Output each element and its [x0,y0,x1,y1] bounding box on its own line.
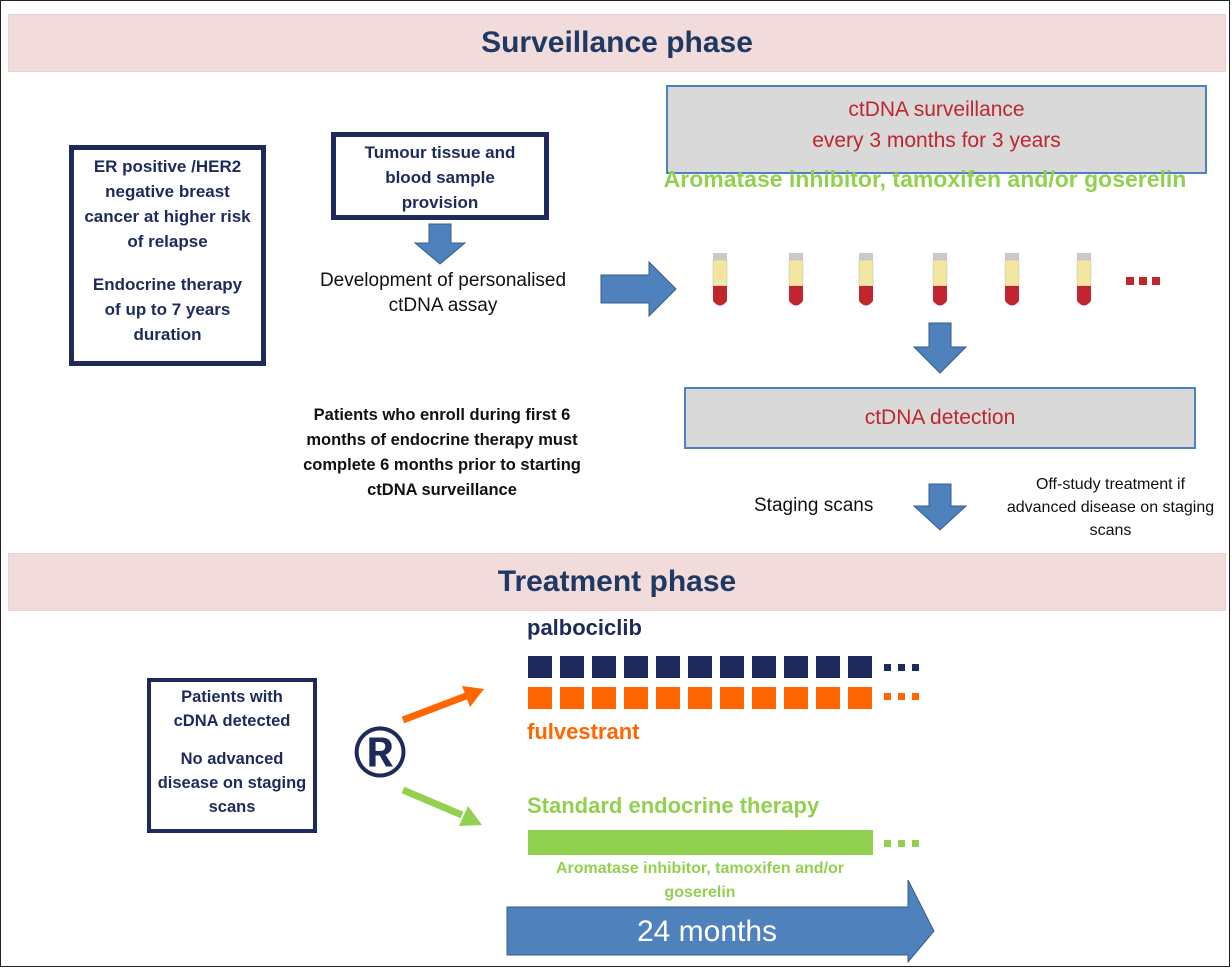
blood-tube-icon [1004,253,1020,306]
ctdna-surveillance-box: ctDNA surveillance every 3 months for 3 … [666,85,1207,174]
arm-a-arrow-icon [401,686,484,724]
blood-tube-icon [932,253,948,306]
standard-therapy-label: Standard endocrine therapy [527,793,820,818]
ctdna-detection-label: ctDNA detection [864,406,1016,429]
enrollment-note: Patients who enroll during first 6 month… [303,406,581,499]
standard-therapy-bar [528,830,919,855]
assay-development-text: Development of personalised ctDNA assay [319,270,567,316]
blood-tube-icon [712,253,728,306]
ctdna-surveillance-title: ctDNA surveillance [848,98,1025,121]
ctdna-detection-box: ctDNA detection [684,387,1196,449]
ctdna-surveillance-frequency: every 3 months for 3 years [812,129,1061,152]
down-arrow-icon [912,483,968,531]
patients-detected-text: Patients with cDNA detected [173,688,291,730]
right-arrow-icon [600,260,677,318]
off-study-treatment-note: Off-study treatment if advanced disease … [1006,476,1215,539]
blood-tubes [712,253,1092,306]
arm-b-arrow-icon [401,786,482,826]
blood-tube-icon [788,253,804,306]
blood-tube-icon [1076,253,1092,306]
randomisation-icon: ® [353,713,407,793]
surveillance-therapy-label: Aromatase inhibitor, tamoxifen and/or go… [663,166,1187,192]
duration-label: 24 months [636,915,778,948]
down-arrow-icon [912,322,968,374]
eligibility-box: ER positive /HER2 negative breast cancer… [69,145,266,366]
surveillance-phase-header: Surveillance phase [8,14,1226,72]
palbociclib-label: palbociclib [527,615,642,640]
blood-tube-icon [858,253,874,306]
endocrine-duration: Endocrine therapy of up to 7 years durat… [92,275,243,344]
palbociclib-doses [528,656,919,678]
eligibility-criteria: ER positive /HER2 negative breast cancer… [84,157,251,251]
surveillance-phase-title: Surveillance phase [481,26,753,59]
treatment-phase-header: Treatment phase [8,553,1226,611]
standard-therapy-detail: Aromatase inhibitor, tamoxifen and/or go… [555,860,845,901]
treatment-phase-title: Treatment phase [497,565,737,598]
staging-scans-label: Staging scans [754,495,874,516]
duration-arrow-icon [506,879,935,964]
down-arrow-icon [413,223,467,265]
fulvestrant-label: fulvestrant [527,719,640,744]
tubes-ellipsis-icon [1126,277,1160,285]
tissue-sample-box: Tumour tissue and blood sample provision [331,132,549,220]
tissue-sample-text: Tumour tissue and blood sample provision [364,143,516,212]
no-advanced-disease-text: No advanced disease on staging scans [157,750,307,816]
patients-box: Patients with cDNA detected No advanced … [147,678,317,833]
fulvestrant-doses [528,687,919,709]
